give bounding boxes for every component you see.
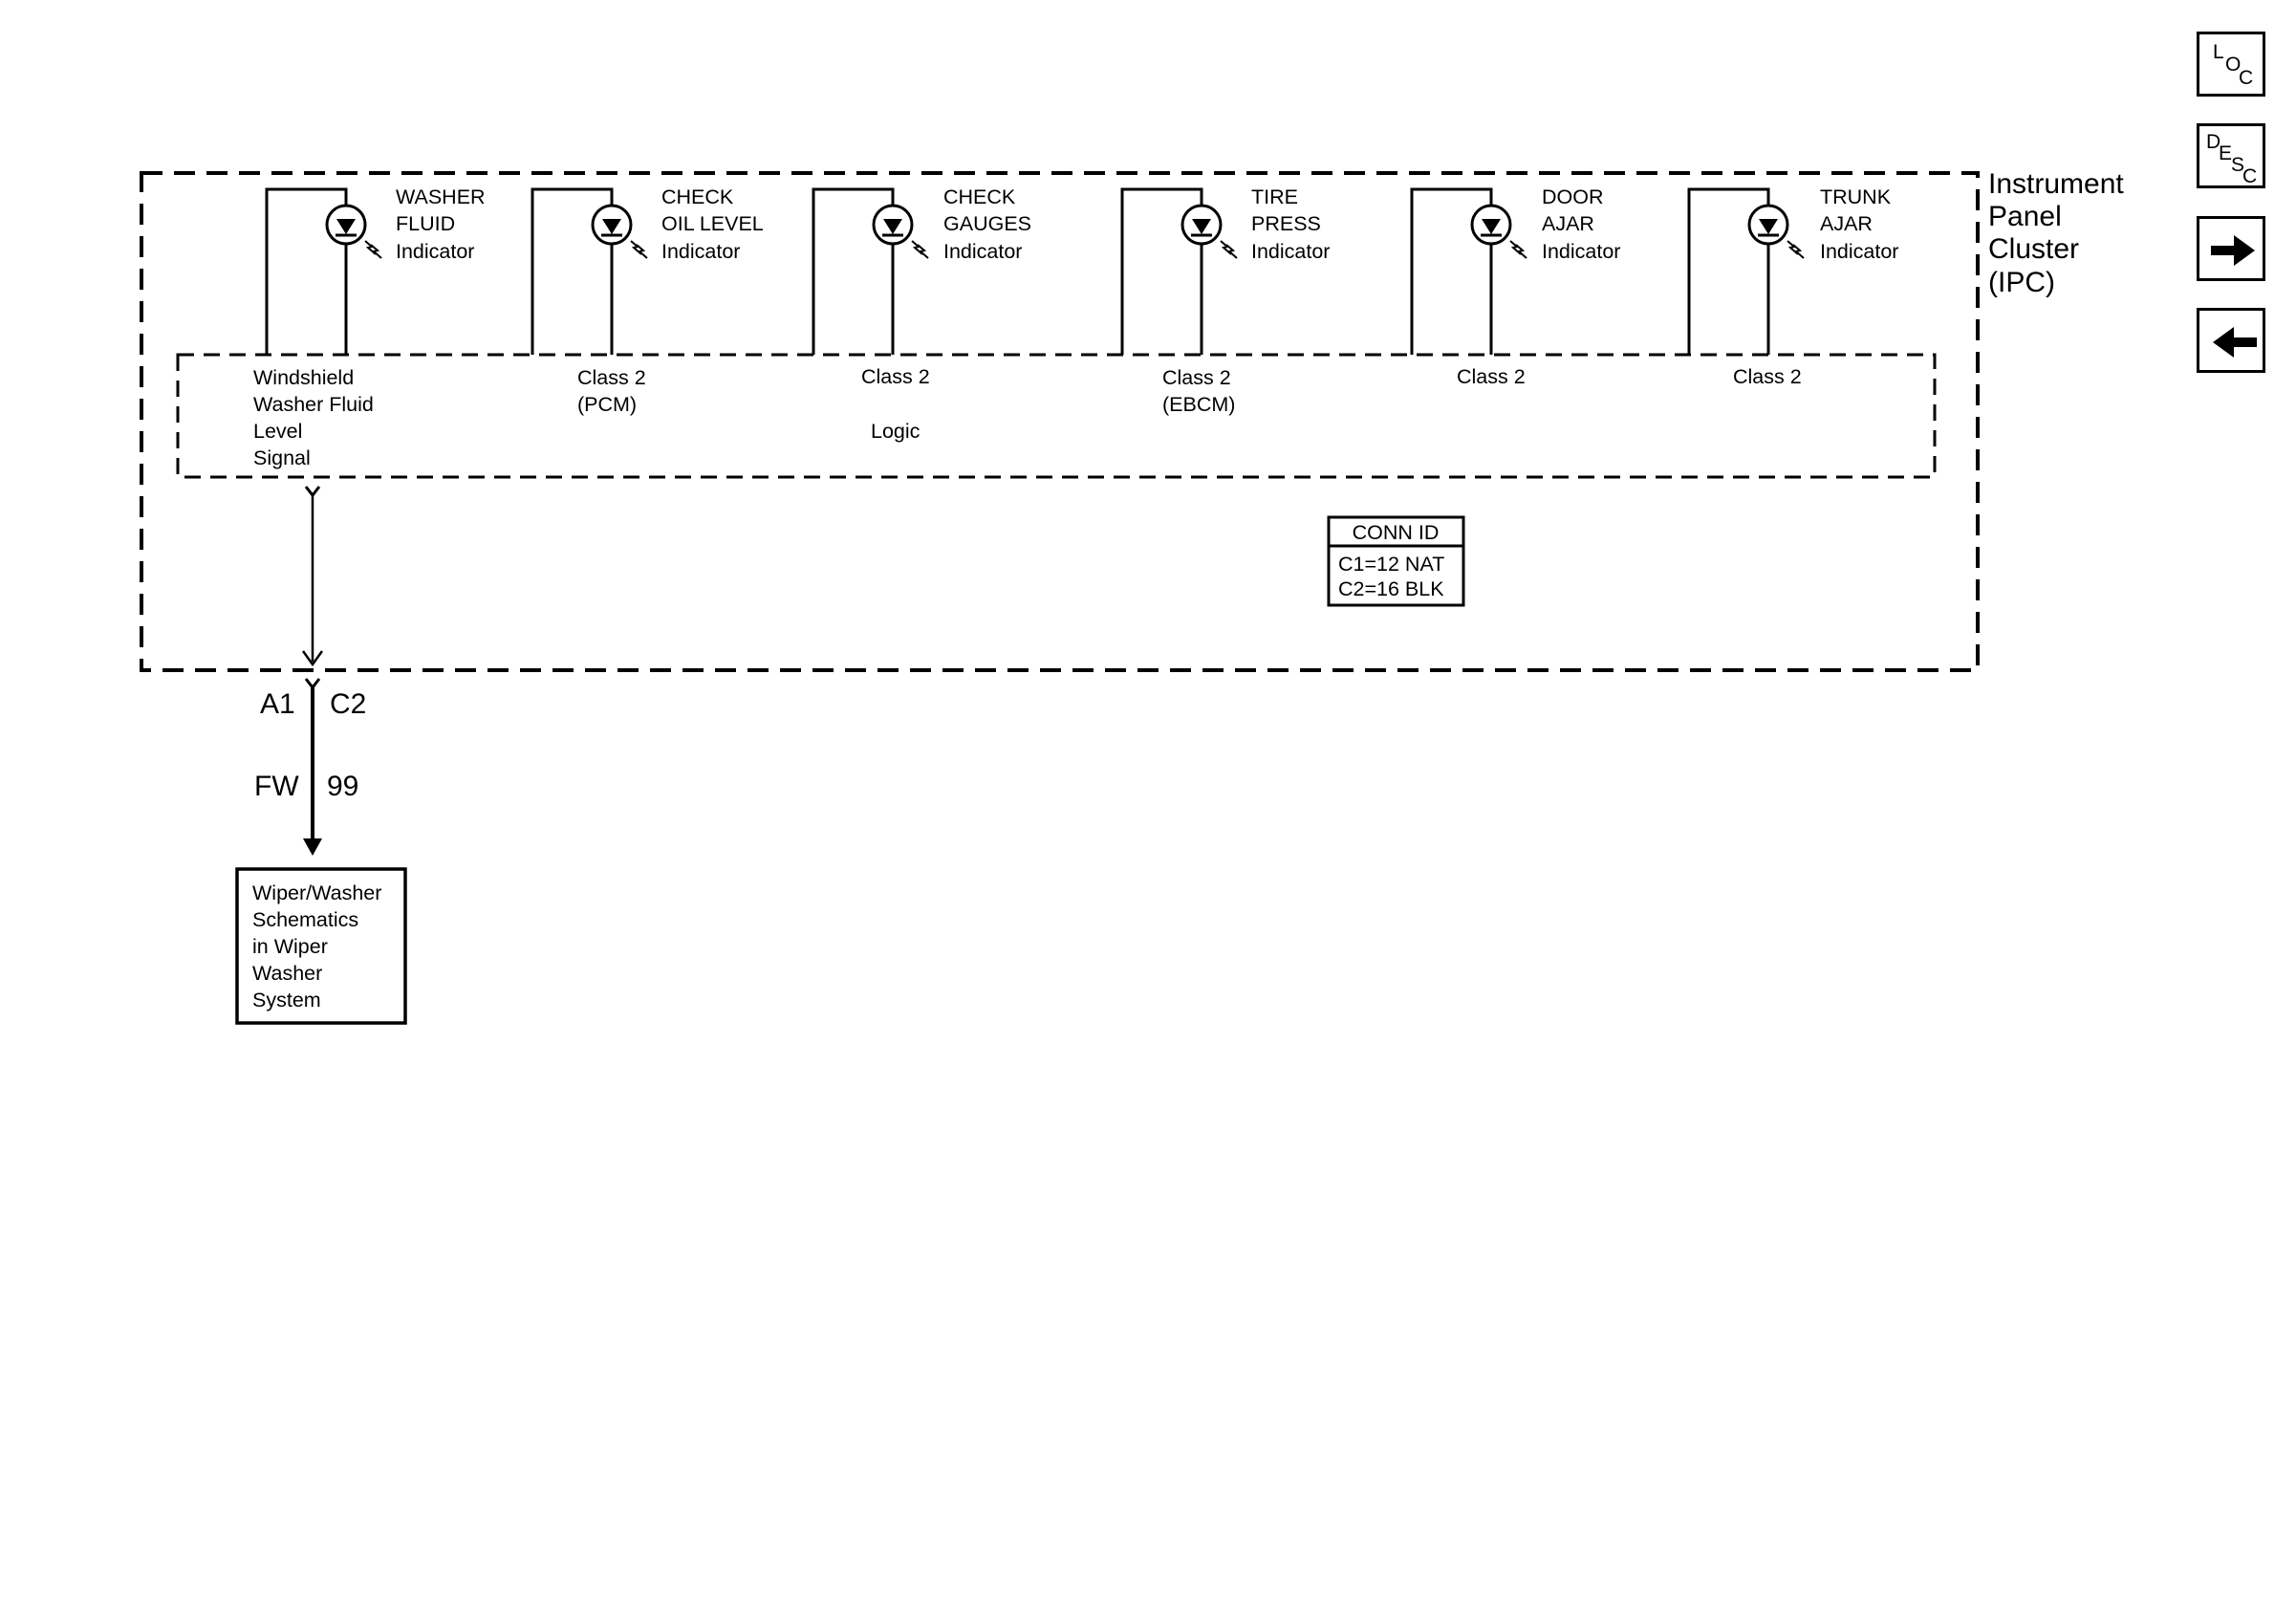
svg-text:Wiper/Washer: Wiper/Washer — [252, 881, 381, 904]
logic-label: Logic — [871, 420, 921, 443]
svg-text:FLUID: FLUID — [396, 212, 455, 235]
svg-text:WASHER: WASHER — [396, 185, 486, 208]
indicator-trunk-ajar: TRUNK AJAR Indicator — [1687, 185, 1898, 355]
svg-text:Class 2: Class 2 — [1162, 366, 1231, 389]
svg-text:Class 2: Class 2 — [1457, 365, 1526, 388]
svg-text:D: D — [2206, 131, 2220, 153]
conn-id-line: C2=16 BLK — [1338, 577, 1444, 600]
svg-text:System: System — [252, 989, 321, 1012]
connector-pin-label: A1 — [260, 688, 295, 720]
svg-text:(IPC): (IPC) — [1988, 267, 2055, 298]
conn-id-line: C1=12 NAT — [1338, 553, 1444, 576]
svg-text:E: E — [2219, 142, 2232, 164]
svg-text:(EBCM): (EBCM) — [1162, 393, 1235, 416]
svg-text:Indicator: Indicator — [1251, 240, 1330, 263]
svg-text:Panel: Panel — [1988, 201, 2062, 232]
svg-text:Washer: Washer — [252, 962, 322, 985]
arrow-right-icon — [2211, 235, 2255, 266]
svg-text:DOOR: DOOR — [1542, 185, 1604, 208]
svg-text:TRUNK: TRUNK — [1820, 185, 1892, 208]
svg-text:Class 2: Class 2 — [861, 365, 930, 388]
indicator-tire-press: TIRE PRESS Indicator — [1120, 185, 1330, 355]
svg-text:GAUGES: GAUGES — [943, 212, 1031, 235]
ipc-label: Instrument Panel Cluster (IPC) — [1988, 168, 2124, 298]
svg-text:C: C — [2242, 165, 2257, 187]
svg-text:Instrument: Instrument — [1988, 168, 2124, 200]
svg-text:Washer Fluid: Washer Fluid — [253, 393, 374, 416]
conn-id-box: CONN ID C1=12 NAT C2=16 BLK — [1327, 515, 1465, 607]
svg-text:Cluster: Cluster — [1988, 233, 2079, 265]
light-emission-icon — [630, 240, 648, 259]
indicator-washer-fluid: WASHER FLUID Indicator — [265, 185, 486, 355]
indicator-door-ajar: DOOR AJAR Indicator — [1410, 185, 1620, 355]
signal-label-washer-fluid-level: Windshield Washer Fluid Level Signal — [253, 366, 374, 469]
svg-text:O: O — [2225, 54, 2241, 76]
svg-text:AJAR: AJAR — [1542, 212, 1594, 235]
svg-text:(PCM): (PCM) — [577, 393, 637, 416]
signal-label-class2-door: Class 2 — [1457, 365, 1526, 388]
svg-text:Indicator: Indicator — [943, 240, 1022, 263]
svg-text:Level: Level — [253, 420, 302, 443]
connector-cavity-icon — [304, 678, 321, 690]
svg-text:Indicator: Indicator — [1542, 240, 1620, 263]
svg-text:Class 2: Class 2 — [1733, 365, 1802, 388]
logic-boundary — [176, 353, 1937, 479]
svg-text:Indicator: Indicator — [396, 240, 474, 263]
description-button[interactable]: D E S C — [2197, 123, 2265, 188]
ipc-boundary — [140, 171, 1980, 672]
location-button[interactable]: L O C — [2197, 32, 2265, 97]
svg-text:CHECK: CHECK — [943, 185, 1016, 208]
svg-text:TIRE: TIRE — [1251, 185, 1298, 208]
svg-text:CHECK: CHECK — [661, 185, 734, 208]
wire-color-label: FW — [254, 771, 299, 802]
signal-label-class2-ebcm: Class 2 (EBCM) — [1162, 366, 1235, 416]
indicator-check-oil-level: CHECK OIL LEVEL Indicator — [531, 185, 764, 355]
light-emission-icon — [1787, 240, 1805, 259]
wiper-washer-reference-box[interactable]: Wiper/Washer Schematics in Wiper Washer … — [235, 867, 407, 1025]
svg-text:Indicator: Indicator — [1820, 240, 1898, 263]
arrow-down-icon — [301, 650, 324, 667]
light-emission-icon — [1509, 240, 1527, 259]
svg-text:C: C — [2239, 67, 2253, 89]
svg-text:PRESS: PRESS — [1251, 212, 1321, 235]
signal-label-class2-gauges: Class 2 — [861, 365, 930, 388]
svg-text:Windshield: Windshield — [253, 366, 354, 389]
next-page-button[interactable] — [2197, 216, 2265, 281]
arrow-left-icon — [2213, 327, 2257, 358]
signal-label-class2-trunk: Class 2 — [1733, 365, 1802, 388]
svg-text:in Wiper: in Wiper — [252, 935, 328, 958]
connector-cavity-icon — [304, 486, 321, 498]
svg-text:Class 2: Class 2 — [577, 366, 646, 389]
svg-text:Schematics: Schematics — [252, 908, 358, 931]
circuit-number-label: 99 — [327, 771, 358, 802]
arrow-down-icon — [303, 838, 322, 856]
svg-text:S: S — [2231, 154, 2244, 176]
light-emission-icon — [1220, 240, 1238, 259]
connector-id-label: C2 — [330, 688, 366, 720]
light-emission-icon — [364, 240, 382, 259]
previous-page-button[interactable] — [2197, 308, 2265, 373]
indicator-check-gauges: CHECK GAUGES Indicator — [812, 185, 1031, 355]
svg-text:Signal: Signal — [253, 446, 311, 469]
conn-id-title: CONN ID — [1353, 521, 1440, 544]
signal-label-class2-pcm: Class 2 (PCM) — [577, 366, 646, 416]
light-emission-icon — [911, 240, 929, 259]
svg-text:L: L — [2213, 41, 2224, 63]
signal-wire — [301, 486, 324, 856]
svg-text:OIL LEVEL: OIL LEVEL — [661, 212, 764, 235]
svg-text:Indicator: Indicator — [661, 240, 740, 263]
svg-text:AJAR: AJAR — [1820, 212, 1873, 235]
